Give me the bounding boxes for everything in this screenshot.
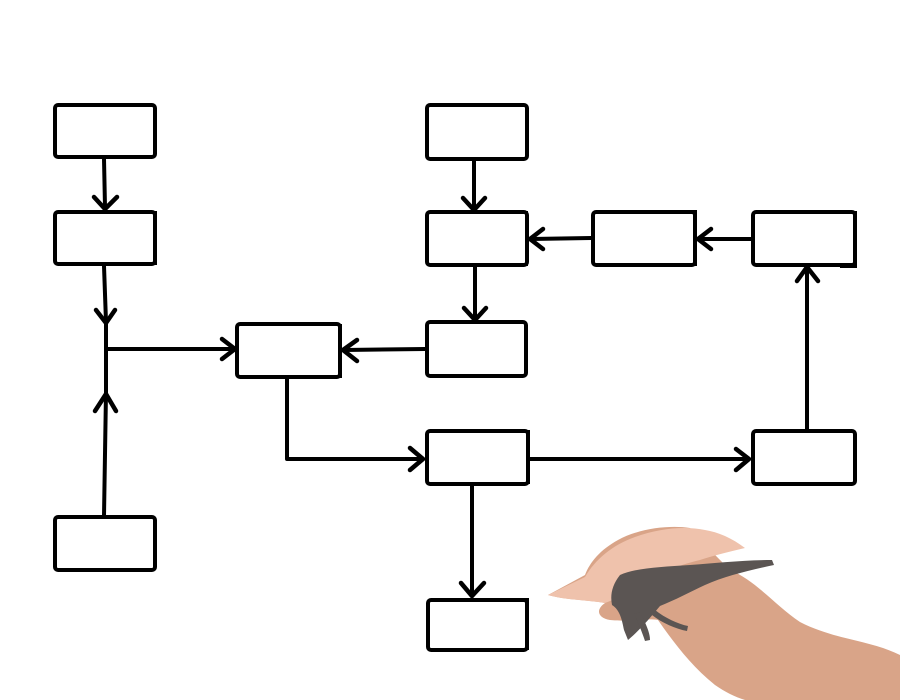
hand-with-marker-icon [548, 526, 900, 700]
marker-drip [652, 610, 688, 631]
flowchart-arrow-junction-n4 [106, 336, 238, 362]
flowchart-edges [91, 157, 821, 599]
flowchart-box-n4 [235, 322, 342, 379]
flowchart-arrow-n3-junction [92, 390, 119, 518]
flowchart-box-n7 [425, 320, 528, 378]
flowchart-arrow-n1-n2 [91, 157, 120, 212]
hand-fingers-highlight [548, 528, 745, 603]
flowchart-arrow-n4-n10 [285, 377, 426, 473]
flowchart-arrow-n11-n9 [794, 264, 821, 431]
flowchart-arrow-n6-n7 [461, 265, 489, 323]
flowchart-arrow-n7-n4 [340, 337, 427, 364]
flowchart-box-n3 [53, 515, 157, 572]
flowchart-arrow-n2-junction [93, 264, 118, 326]
flowchart-arrow-n9-n8 [695, 226, 753, 252]
flowchart-box-n9 [751, 210, 857, 268]
marker-drip [634, 612, 650, 641]
flowchart-box-n12 [426, 598, 529, 652]
flowchart-box-n1 [53, 103, 157, 159]
flowchart-arrow-n10-n11 [528, 446, 752, 473]
flowchart-box-n11 [751, 429, 857, 486]
flowchart-arrow-n5-n6 [460, 159, 488, 213]
flowchart-arrow-n10-n12 [458, 484, 487, 599]
flowchart-nodes [53, 103, 857, 652]
flowchart-arrow-n8-n6 [527, 226, 593, 252]
flowchart-box-n10 [425, 429, 530, 486]
flowchart-box-n8 [591, 210, 697, 267]
marker-icon [611, 560, 774, 640]
flowchart-box-n6 [425, 210, 529, 267]
flowchart-box-n2 [53, 210, 157, 266]
flowchart-box-n5 [425, 103, 529, 161]
